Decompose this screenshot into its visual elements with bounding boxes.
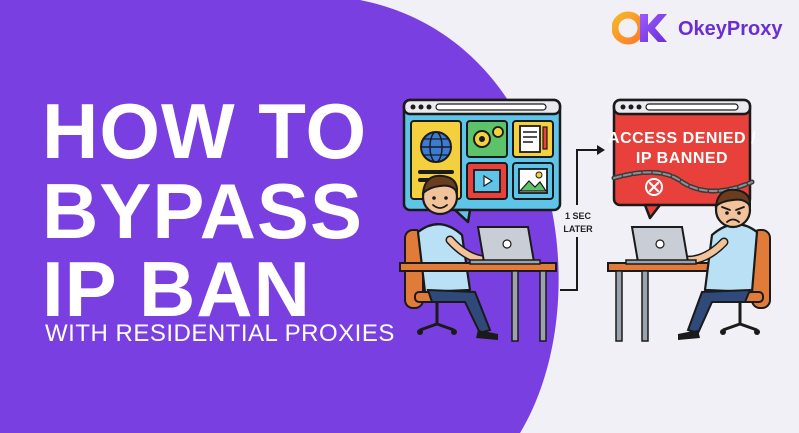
left-laptop [469, 226, 541, 265]
error-message-line-1: ACCESS DENIED / [608, 130, 756, 147]
document-icon [512, 120, 554, 158]
time-transition-arrow: 1 SEC LATER [560, 145, 605, 291]
video-icon [466, 162, 508, 200]
blocked-x-icon [645, 178, 663, 196]
headline-line-3: IP BAN [42, 245, 311, 333]
time-label-line-1: 1 SEC [565, 211, 592, 221]
globe-icon [420, 131, 452, 163]
headline-subtitle: WITH RESIDENTIAL PROXIES [45, 320, 395, 347]
headline-line-2: BYPASS [42, 167, 363, 255]
gears-icon [466, 120, 508, 158]
image-icon [512, 162, 554, 200]
right-laptop [625, 226, 697, 265]
okeyproxy-logo-icon [612, 11, 667, 45]
frustrated-user-illustration [678, 188, 771, 340]
error-message-line-2: IP BANNED [636, 150, 728, 167]
headline-line-1: HOW TO [42, 87, 368, 175]
time-label-line-2: LATER [563, 224, 593, 234]
brand-name: OkeyProxy [678, 18, 783, 40]
brand-logo[interactable]: OkeyProxy [612, 8, 792, 48]
